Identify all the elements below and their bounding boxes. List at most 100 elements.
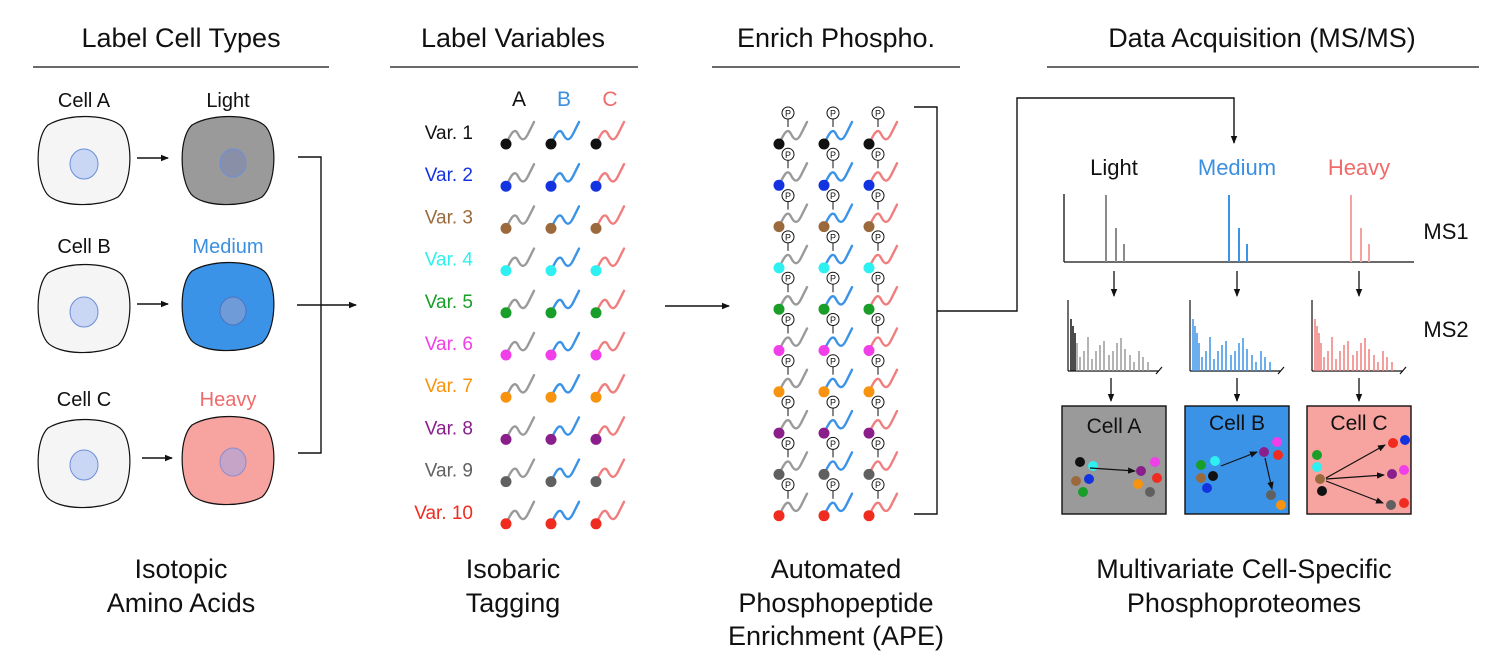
phospho-label: P [785, 439, 791, 449]
tag-dot [818, 303, 830, 315]
peptide-strand [549, 120, 581, 146]
tag-dot [545, 180, 557, 192]
peptide-strand [822, 286, 854, 311]
cell-c-nucleus [69, 449, 99, 481]
peptide-strand [594, 416, 626, 441]
peptide-strand [777, 451, 809, 476]
phospho-group-icon [826, 436, 840, 450]
tag-dot [500, 476, 512, 488]
peptide-strand [867, 451, 899, 476]
phospho-group-icon [781, 147, 795, 161]
channel-heavy-label: Heavy [1328, 155, 1390, 180]
node [1075, 457, 1085, 467]
tag-dot [863, 345, 875, 356]
panel3-footer-line2: Phosphopeptide [738, 588, 933, 618]
node [1210, 456, 1220, 466]
tag-dot [773, 303, 785, 315]
cell-b-name: Cell B [57, 236, 110, 258]
peptide-strand [867, 409, 899, 435]
phospho-group-icon [826, 313, 840, 326]
tag-dot [773, 345, 785, 356]
node [1088, 461, 1098, 471]
tag-dot [590, 433, 602, 445]
peptide-strand [594, 247, 626, 272]
phospho-group-icon [871, 230, 885, 244]
tag-dot [863, 138, 875, 150]
phospho-label: P [875, 398, 881, 408]
node [1386, 500, 1396, 510]
cell-box-a-label: Cell A [1087, 415, 1142, 438]
panel-label-cell-types: Label Cell Types Cell A Light Cell B Med… [33, 23, 357, 618]
node [1400, 435, 1410, 445]
node [1150, 457, 1160, 467]
tag-dot [500, 138, 512, 150]
panel3-to-ms-path [937, 97, 1238, 312]
variable-row: Var. 9 [425, 458, 626, 488]
variable-row: Var. 7 [425, 374, 626, 403]
panel2-footer-line1: Isobaric [466, 554, 561, 584]
peptide-strand [594, 500, 626, 525]
node [1196, 460, 1206, 470]
cell-a-nucleus [69, 148, 99, 180]
tag-dot [590, 518, 602, 530]
phospho-group-icon [826, 106, 840, 120]
phospho-group-icon [781, 436, 795, 450]
tag-dot [590, 349, 602, 361]
cell-box-c-edge-3 [1325, 480, 1384, 504]
phospho-group-icon [781, 106, 795, 120]
peptide-strand [549, 289, 581, 314]
ms2-spectrum [1311, 300, 1407, 375]
cell-box-a-edge [1089, 467, 1136, 474]
tag-dot [773, 138, 785, 150]
tag-dot [773, 510, 785, 522]
peptide-strand [504, 289, 536, 314]
peptide-strand [822, 409, 854, 435]
tag-dot [545, 222, 557, 234]
phospho-label: P [875, 439, 881, 449]
cell-a-name: Cell A [58, 90, 111, 112]
cell-box-a-nodes [1071, 457, 1162, 497]
phospho-group-icon [826, 230, 840, 244]
panel-data-acquisition: Data Acquisition (MS/MS) Light Medium He… [1047, 23, 1479, 618]
peptide-strand [594, 205, 626, 230]
tag-dot [818, 138, 830, 150]
node [1259, 447, 1269, 457]
tag-dot [590, 391, 602, 403]
cell-a-label: Light [206, 90, 250, 112]
peptide-strand [822, 368, 854, 393]
tag-dot [818, 345, 830, 356]
cell-box-c: Cell C [1306, 405, 1412, 515]
panel3-bracket [914, 106, 938, 515]
peptide-strand [594, 458, 626, 483]
cell-box-c-nodes [1312, 435, 1410, 510]
tag-dot [590, 476, 602, 488]
cell-c-name: Cell C [57, 389, 111, 411]
peptide-strand [504, 205, 536, 230]
node [1152, 473, 1162, 483]
node [1399, 498, 1409, 508]
peptide-strand [822, 327, 854, 352]
column-c-label: C [602, 88, 617, 111]
node [1317, 486, 1327, 496]
tag-dot [590, 307, 602, 319]
tag-dot [773, 427, 785, 439]
cell-box-c-edge-2 [1325, 472, 1385, 480]
phospho-label: P [785, 398, 791, 408]
panel1-footer-line1: Isotopic [134, 554, 227, 584]
phospho-group-icon [781, 230, 795, 244]
peptide-strand [777, 286, 809, 311]
tag-dot [818, 179, 830, 191]
phospho-label: P [875, 109, 881, 119]
tag-dot [773, 468, 785, 480]
variable-label: Var. 5 [425, 292, 473, 313]
panel1-header: Label Cell Types [81, 23, 280, 53]
phospho-label: P [830, 480, 836, 490]
cell-box-b-edge-1 [1220, 451, 1258, 467]
phospho-group-icon [781, 313, 795, 326]
